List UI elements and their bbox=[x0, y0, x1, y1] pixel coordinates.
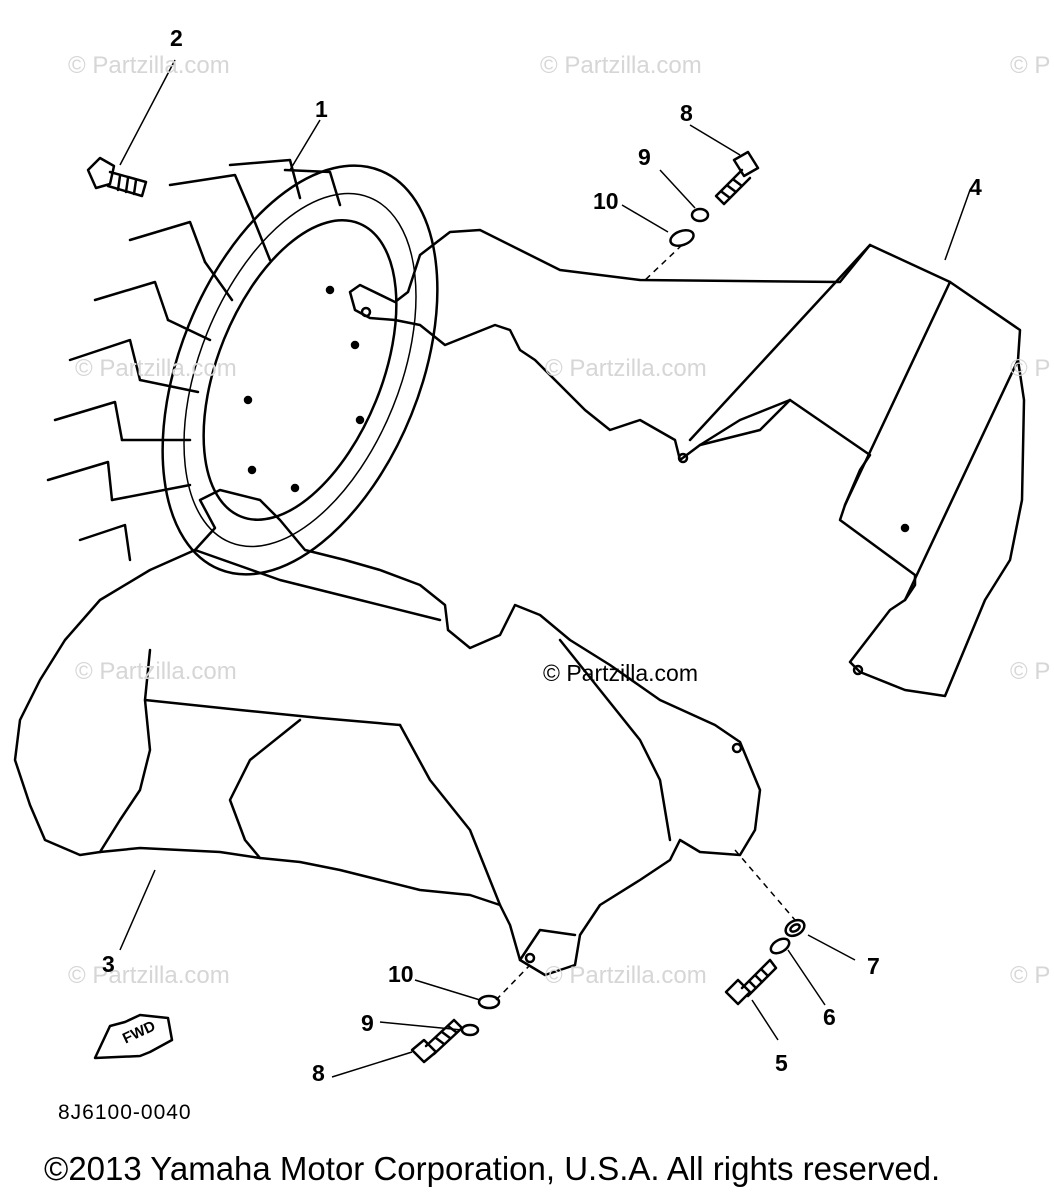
upper-cover-part-4 bbox=[348, 228, 1026, 698]
copyright-notice: ©2013 Yamaha Motor Corporation, U.S.A. A… bbox=[44, 1150, 941, 1187]
callout-5: 5 bbox=[775, 1050, 788, 1076]
bolt-part-5 bbox=[724, 958, 778, 1006]
watermark: © P bbox=[1010, 962, 1051, 989]
callout-8-lower: 8 bbox=[312, 1060, 325, 1086]
callout-8-upper: 8 bbox=[680, 100, 693, 126]
washer-part-9-upper bbox=[690, 207, 710, 223]
watermark: © Partzilla.com bbox=[540, 52, 702, 79]
callout-10-lower: 10 bbox=[388, 961, 414, 987]
watermark: © P bbox=[1010, 52, 1051, 79]
bolt-part-8-upper bbox=[714, 150, 760, 206]
watermark: © P bbox=[1010, 658, 1051, 685]
callout-6: 6 bbox=[823, 1004, 836, 1030]
watermark: © Partzilla.com bbox=[545, 355, 707, 382]
callout-10-upper: 10 bbox=[593, 188, 619, 214]
callout-2: 2 bbox=[170, 25, 183, 51]
collar-part-10-lower bbox=[477, 994, 501, 1010]
watermark: © Partzilla.com bbox=[75, 355, 237, 382]
grommet-part-7 bbox=[784, 918, 806, 938]
watermark: © Partzilla.com bbox=[68, 52, 230, 79]
lower-cover-part-3 bbox=[13, 488, 762, 977]
watermark: © Partzilla.com bbox=[545, 962, 707, 989]
forward-arrow-icon bbox=[93, 1013, 174, 1060]
watermark: © Partzilla.com bbox=[68, 962, 230, 989]
callout-7: 7 bbox=[867, 953, 880, 979]
watermark: © Partzilla.com bbox=[75, 658, 237, 685]
washer-part-6 bbox=[769, 937, 791, 955]
callout-9-upper: 9 bbox=[638, 144, 651, 170]
diagram-code: 8J6100-0040 bbox=[58, 1101, 192, 1124]
cooling-fan-part-1 bbox=[46, 158, 439, 576]
washer-part-9-lower bbox=[460, 1023, 480, 1037]
leader-lines bbox=[119, 59, 971, 1078]
collar-part-10-upper bbox=[669, 228, 695, 248]
bolt-part-2 bbox=[86, 156, 148, 198]
callout-9-lower: 9 bbox=[361, 1010, 374, 1036]
callout-4: 4 bbox=[969, 174, 982, 200]
callout-1: 1 bbox=[315, 96, 328, 122]
callout-3: 3 bbox=[102, 951, 115, 977]
center-watermark: © Partzilla.com bbox=[543, 660, 698, 686]
watermark: © P bbox=[1010, 355, 1051, 382]
